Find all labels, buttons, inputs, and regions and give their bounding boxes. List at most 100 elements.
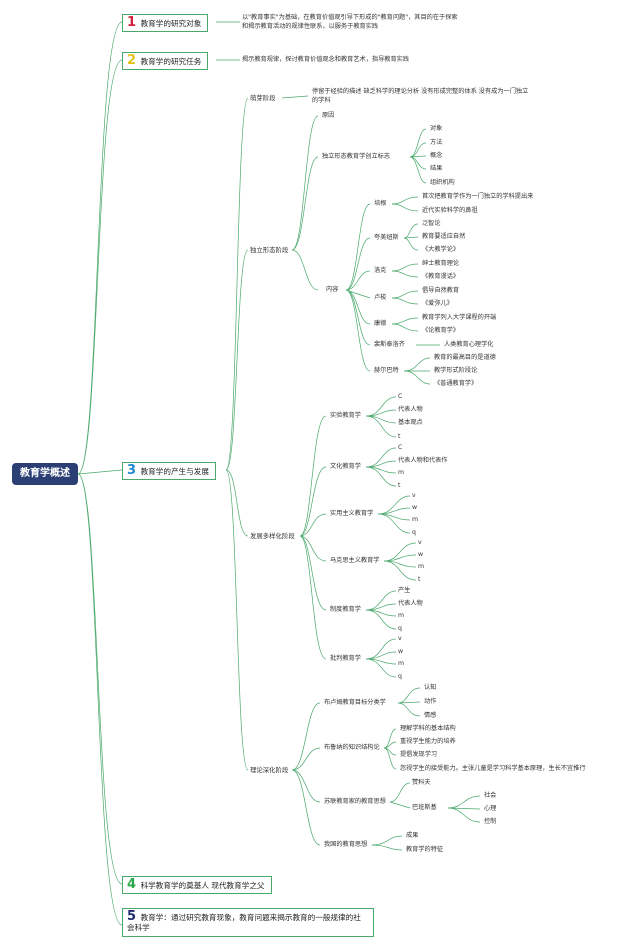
person-item: 倡导自然教育 xyxy=(422,287,460,294)
stage-duli[interactable]: 独立形态阶段 xyxy=(250,246,289,254)
person-name[interactable]: 赫尔巴特 xyxy=(374,367,399,374)
school-name[interactable]: 实验教育学 xyxy=(330,412,361,419)
theory-name[interactable]: 布鲁纳的知识结构论 xyxy=(324,744,380,751)
topic-number: 2 xyxy=(127,53,137,68)
biaozhi-item: 组织机构 xyxy=(430,179,455,186)
school-item: m xyxy=(398,660,405,667)
person-item: 教育的最高目的是道德 xyxy=(434,354,496,361)
topic-1-note-line-2: 和揭示教育活动的规律性联系，以服务于教育实践 xyxy=(242,23,379,30)
topic-4[interactable]: 4 科学教育学的奠基人 现代教育学之父 xyxy=(122,876,272,894)
topic-number: 3 xyxy=(127,463,137,478)
theory-item: 成果 xyxy=(406,832,419,839)
biaozhi-item: 概念 xyxy=(430,152,443,159)
school-item: w xyxy=(412,504,418,511)
school-item: 代表人物 xyxy=(398,600,423,607)
school-name[interactable]: 文化教育学 xyxy=(330,463,361,470)
stage-duoyang[interactable]: 发展多样化阶段 xyxy=(250,532,295,540)
school-item: v xyxy=(412,492,416,499)
theory-item: 重视学生能力的培养 xyxy=(400,738,456,745)
root-node[interactable]: 教育学概述 xyxy=(12,463,78,485)
topic-number: 5 xyxy=(127,909,137,924)
school-item: 代表人物 xyxy=(398,406,423,413)
theory-name[interactable]: 苏联教育家的教育思想 xyxy=(324,798,386,805)
school-item: t xyxy=(398,433,401,440)
person-name[interactable]: 洛克 xyxy=(374,267,387,274)
theory-item: 忽视学生的接受能力。主张儿童是学习科学基本原理，生长不宜推行 xyxy=(400,765,586,772)
school-item: v xyxy=(398,635,402,642)
theory-subitem: 心理 xyxy=(484,805,497,812)
school-item: t xyxy=(418,576,421,583)
person-item: 《普通教育学》 xyxy=(434,380,478,387)
theory-item: 提倡发现学习 xyxy=(400,751,438,758)
person-item: 教学形式阶段论 xyxy=(434,367,478,374)
person-item: 《论教育学》 xyxy=(422,327,460,334)
topic-label: 科学教育学的奠基人 现代教育学之父 xyxy=(140,881,265,890)
school-name[interactable]: 批判教育学 xyxy=(330,655,361,662)
person-item: 《教育漫话》 xyxy=(422,273,460,280)
school-item: q xyxy=(412,529,416,536)
person-name[interactable]: 卢梭 xyxy=(374,294,387,301)
stage-lilun[interactable]: 理论深化阶段 xyxy=(250,766,289,774)
theory-name[interactable]: 我国的教育思想 xyxy=(324,841,368,848)
school-item: w xyxy=(418,551,424,558)
theory-item: 认知 xyxy=(424,684,437,691)
stage-mengya-note-1: 停留于经验的描述 缺乏科学的理论分析 没有形成完整的体系 没有成为一门独立 xyxy=(312,88,529,95)
biaozhi-item: 结果 xyxy=(430,165,443,172)
biaozhi-item: 方法 xyxy=(430,139,443,146)
topic-label: 教育学的研究任务 xyxy=(140,57,202,66)
topic-3[interactable]: 3 教育学的产生与发展 xyxy=(122,462,216,480)
school-item: m xyxy=(412,516,419,523)
theory-subitem: 控制 xyxy=(484,818,497,825)
person-item: 人类教育心理学化 xyxy=(444,341,494,348)
school-item: 代表人物和代表作 xyxy=(398,457,448,464)
person-item: 首次把教育学作为一门独立的学科提出来 xyxy=(422,193,534,200)
topic-1[interactable]: 1 教育学的研究对象 xyxy=(122,14,209,32)
duli-biaozhi[interactable]: 独立形态教育学创立标志 xyxy=(322,153,391,160)
school-item: C xyxy=(398,393,403,400)
person-item: 《大教学论》 xyxy=(422,246,460,253)
person-item: 教育学列入大学课程的开端 xyxy=(422,314,497,321)
school-name[interactable]: 马克思主义教育学 xyxy=(330,557,380,564)
school-item: w xyxy=(398,648,404,655)
school-item: q xyxy=(398,625,402,632)
person-item: 教育要适应自然 xyxy=(422,233,466,240)
school-item: 产生 xyxy=(398,587,411,594)
person-name[interactable]: 裴斯泰洛齐 xyxy=(374,341,405,348)
school-name[interactable]: 实用主义教育学 xyxy=(330,510,374,517)
theory-item: 理解学科的基本结构 xyxy=(400,725,456,732)
topic-label: 教育学：通过研究教育现象，教育问题来揭示教育的一般规律的社会科学 xyxy=(127,913,361,932)
topic-2[interactable]: 2 教育学的研究任务 xyxy=(122,52,209,70)
theory-item: 巴班斯基 xyxy=(412,804,437,811)
school-item: C xyxy=(398,444,403,451)
stage-mengya[interactable]: 萌芽阶段 xyxy=(250,94,276,102)
school-item: m xyxy=(398,469,405,476)
topic-1-note-line-1: 以"教育事实"为基础，在教育价值观引导下形成的"教育问题"，其目的在于探索 xyxy=(242,14,458,21)
person-name[interactable]: 夸美纽斯 xyxy=(374,234,399,241)
topic-label: 教育学的产生与发展 xyxy=(140,467,209,476)
stage-mengya-note-2: 的学科 xyxy=(312,97,331,104)
duli-neirong[interactable]: 内容 xyxy=(326,286,339,293)
theory-item: 赞科夫 xyxy=(412,779,431,786)
school-item: t xyxy=(398,482,401,489)
school-item: q xyxy=(398,673,402,680)
topic-number: 1 xyxy=(127,15,137,30)
person-name[interactable]: 康德 xyxy=(374,320,387,327)
theory-subitem: 社会 xyxy=(484,792,497,799)
school-name[interactable]: 制度教育学 xyxy=(330,606,361,613)
biaozhi-item: 对象 xyxy=(430,125,443,132)
school-item: m xyxy=(418,563,425,570)
school-item: m xyxy=(398,612,405,619)
theory-name[interactable]: 布卢姆教育目标分类学 xyxy=(324,699,386,706)
duli-yuanyin[interactable]: 原因 xyxy=(322,112,335,119)
person-item: 泛智论 xyxy=(422,220,441,227)
topic-number: 4 xyxy=(127,877,137,892)
person-item: 近代实验科学的鼻祖 xyxy=(422,207,478,214)
topic-5[interactable]: 5 教育学：通过研究教育现象，教育问题来揭示教育的一般规律的社会科学 xyxy=(122,908,374,937)
person-name[interactable]: 培根 xyxy=(374,200,387,207)
theory-item: 教育学的特征 xyxy=(406,846,444,853)
school-item: v xyxy=(418,539,422,546)
person-item: 《爱弥儿》 xyxy=(422,300,453,307)
theory-item: 动作 xyxy=(424,698,437,705)
person-item: 绅士教育理论 xyxy=(422,260,460,267)
